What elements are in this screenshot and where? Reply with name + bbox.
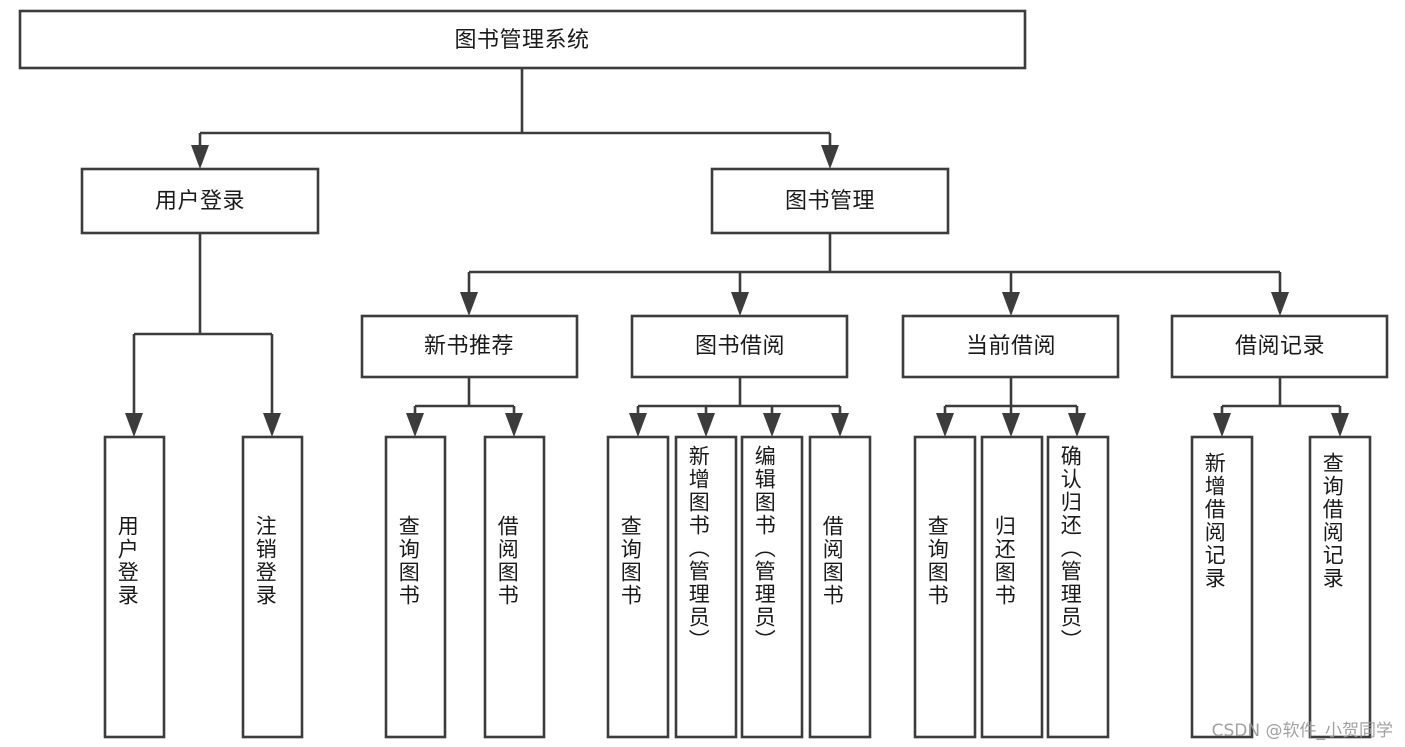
arrow-book-borrow: [731, 292, 749, 316]
root-box: [18, 9, 1027, 70]
arrow-leaf-bookborrow-1: [629, 413, 647, 437]
borrow-record-label: 借阅记录: [1235, 334, 1325, 359]
leaf-box-newbook-2[interactable]: [483, 435, 546, 739]
csdn-watermark: CSDN @软件_小贺同学: [1211, 721, 1393, 741]
current-borrow-label: 当前借阅: [966, 334, 1056, 359]
arrow-leaf-user-login-2: [263, 413, 281, 437]
book-manage-label: 图书管理: [785, 189, 875, 214]
node-book-borrow[interactable]: 图书借阅: [630, 314, 849, 379]
node-current-borrow[interactable]: 当前借阅: [901, 314, 1120, 379]
leaf-box-bookborrow-1[interactable]: [606, 435, 670, 739]
arrow-book-manage: [821, 145, 839, 169]
arrow-leaf-currentborrow-2: [1002, 413, 1020, 437]
leaf-box-user-login-2[interactable]: [241, 435, 304, 739]
root-label: 图书管理系统: [454, 28, 589, 53]
node-user-login[interactable]: 用户登录: [80, 167, 320, 235]
leaf-box-borrowrecord-2[interactable]: [1308, 435, 1372, 739]
leaf-box-currentborrow-1[interactable]: [913, 435, 977, 739]
arrow-borrow-record: [1271, 292, 1289, 316]
leaf-box-newbook-1[interactable]: [384, 435, 447, 739]
arrow-leaf-bookborrow-4: [831, 413, 849, 437]
arrow-leaf-borrowrecord-1: [1213, 413, 1231, 437]
leaf-box-bookborrow-2[interactable]: [674, 435, 738, 739]
new-book-recommend-box: [360, 314, 579, 379]
leaf-box-bookborrow-4[interactable]: [808, 435, 872, 739]
current-borrow-box: [901, 314, 1120, 379]
leaf-box-currentborrow-3[interactable]: [1046, 435, 1110, 739]
arrow-leaf-borrowrecord-2: [1331, 413, 1349, 437]
borrow-record-box: [1170, 314, 1389, 379]
book-borrow-label: 图书借阅: [695, 334, 785, 359]
arrow-leaf-currentborrow-1: [936, 413, 954, 437]
arrow-leaf-newbook-1: [406, 413, 424, 437]
arrow-leaf-bookborrow-2: [697, 413, 715, 437]
arrow-new-book-recommend: [460, 292, 478, 316]
arrow-leaf-newbook-2: [505, 413, 523, 437]
arrow-leaf-currentborrow-3: [1068, 413, 1086, 437]
node-new-book-recommend[interactable]: 新书推荐: [360, 314, 579, 379]
arrow-leaf-bookborrow-3: [763, 413, 781, 437]
node-root-system[interactable]: 图书管理系统: [18, 9, 1027, 70]
book-borrow-box: [630, 314, 849, 379]
node-borrow-record[interactable]: 借阅记录: [1170, 314, 1389, 379]
leaf-box-user-login-1[interactable]: [103, 435, 166, 739]
user-login-label: 用户登录: [155, 189, 245, 214]
book-manage-box: [710, 167, 950, 235]
leaf-box-borrowrecord-1[interactable]: [1190, 435, 1254, 739]
node-book-manage[interactable]: 图书管理: [710, 167, 950, 235]
leaf-box-bookborrow-3[interactable]: [740, 435, 804, 739]
leaf-box-currentborrow-2[interactable]: [980, 435, 1044, 739]
arrow-leaf-user-login-1: [125, 413, 143, 437]
new-book-recommend-label: 新书推荐: [424, 334, 514, 359]
arrow-user-login: [191, 145, 209, 169]
arrow-current-borrow: [1002, 292, 1020, 316]
